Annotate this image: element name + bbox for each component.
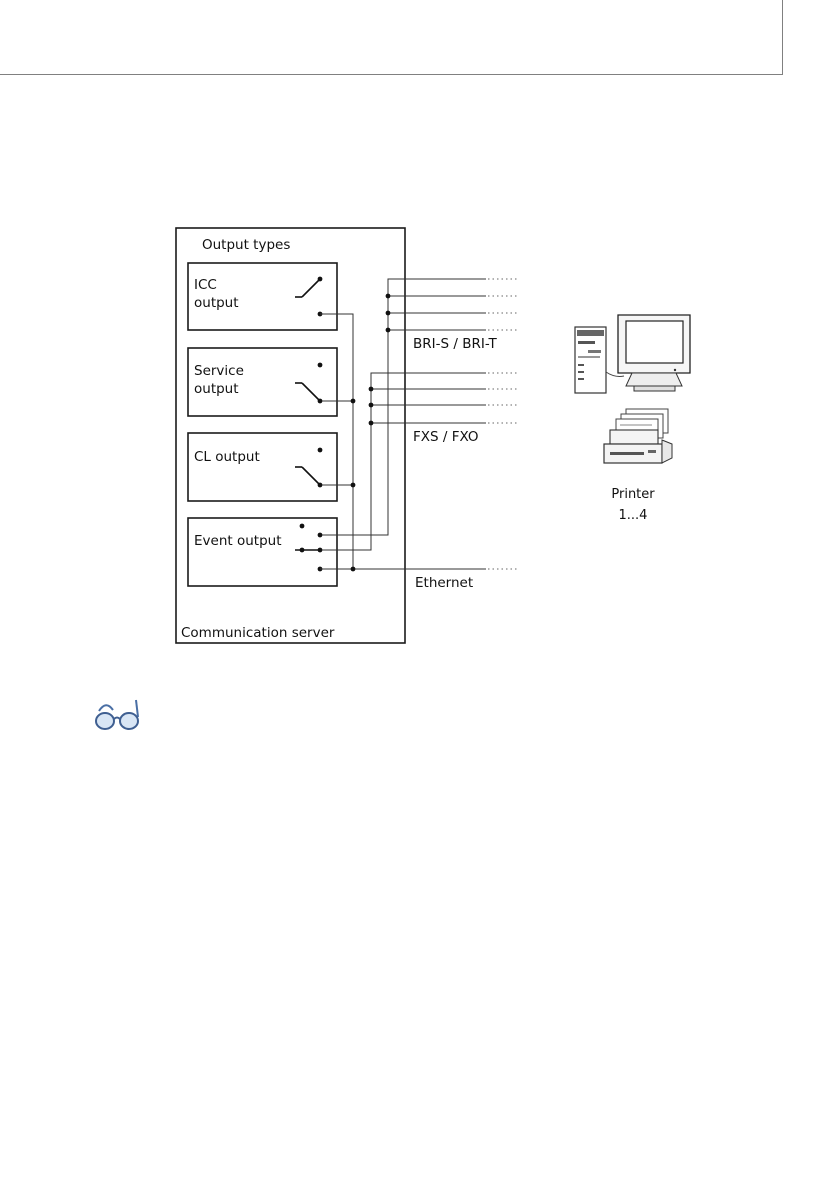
printer-label: Printer xyxy=(611,487,655,502)
printer-range-label: 1...4 xyxy=(619,508,648,523)
output-types-label: Output types xyxy=(202,237,290,253)
communication-server-label: Communication server xyxy=(181,625,335,641)
computer-icon xyxy=(575,315,690,393)
service-output-label-line1: Service xyxy=(194,363,244,379)
line-continuations xyxy=(488,279,519,569)
service-output-switch xyxy=(295,363,322,404)
cl-output-label: CL output xyxy=(194,449,260,465)
cl-output-box xyxy=(188,433,337,501)
internal-wiring xyxy=(320,279,486,571)
icc-output-label-line1: ICC xyxy=(194,277,217,293)
fxs-interface-label: FXS / FXO xyxy=(413,429,479,445)
output-types-diagram: Output types Communication server ICC ou… xyxy=(0,0,838,760)
event-output-box xyxy=(188,518,337,586)
cl-output-switch xyxy=(295,448,322,488)
printer-icon xyxy=(604,409,672,463)
service-output-label-line2: output xyxy=(194,381,239,397)
ethernet-interface-label: Ethernet xyxy=(415,575,473,591)
bri-interface-label: BRI-S / BRI-T xyxy=(413,336,497,352)
event-output-label: Event output xyxy=(194,533,282,549)
icc-output-label-line2: output xyxy=(194,295,239,311)
event-output-switch xyxy=(295,524,322,572)
icc-output-switch xyxy=(295,277,322,317)
glasses-icon xyxy=(96,700,138,729)
